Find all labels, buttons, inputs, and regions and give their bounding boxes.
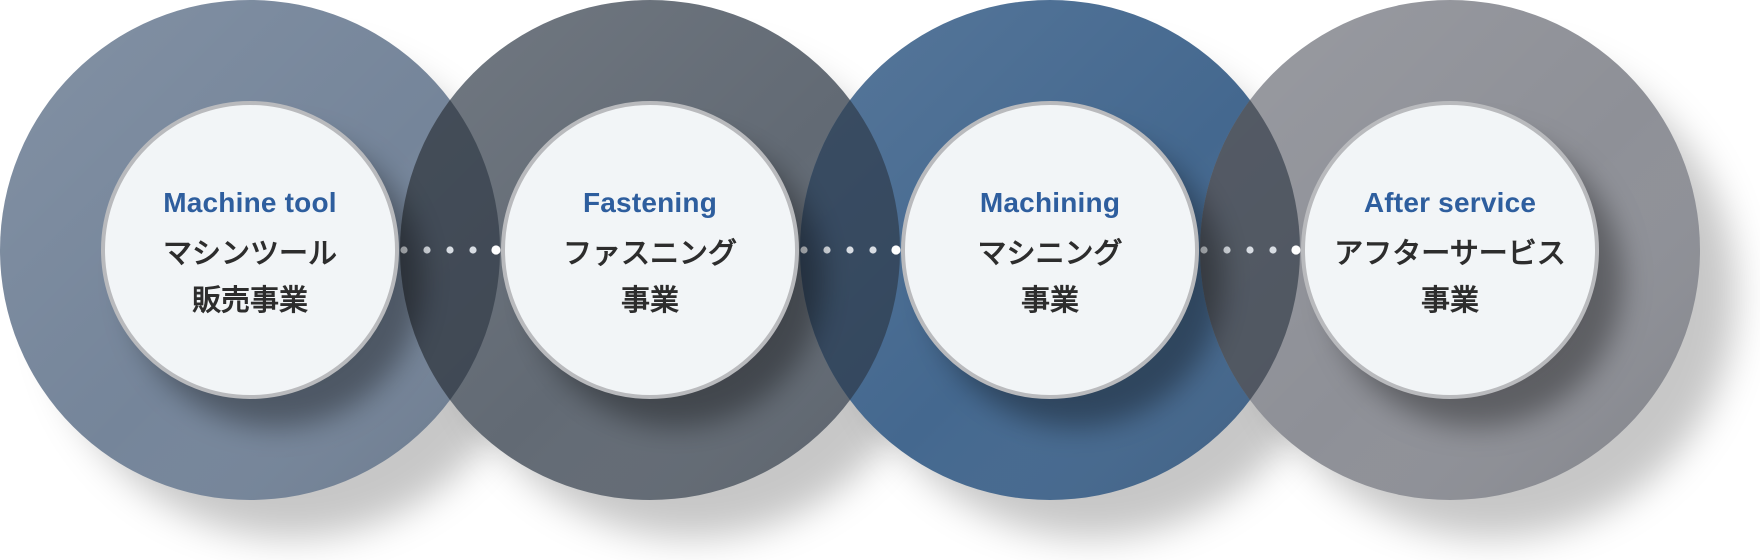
segment-title-ja: ファスニング 事業 [500, 230, 800, 324]
inner-disc-machine-tool [101, 101, 399, 399]
segment-label-machining: Machining マシニング 事業 [900, 186, 1200, 324]
inner-disc-machining [901, 101, 1199, 399]
inner-disc-fastening [501, 101, 799, 399]
segment-title-en: Machine tool [163, 187, 337, 218]
connector-dot [446, 246, 454, 254]
segment-title-ja-line: マシンツール [162, 236, 337, 270]
connector-dot [1291, 245, 1301, 255]
segment-title-en: After service [1363, 187, 1537, 218]
segment-title-en: Fastening [582, 187, 718, 218]
segment-label-machine-tool: Machine tool マシンツール 販売事業 [100, 186, 400, 324]
segment-title-ja: マシンツール 販売事業 [100, 230, 400, 324]
segment-title-ja-line: 販売事業 [191, 283, 308, 317]
inner-discs [101, 101, 1623, 427]
inner-disc-after-service [1301, 101, 1599, 399]
segment-title-en: Machining [979, 187, 1121, 218]
segment-title-ja: マシニング 事業 [900, 230, 1200, 324]
connector-dot [1246, 246, 1254, 254]
connector-dot [823, 246, 831, 254]
connector-dot [891, 245, 901, 255]
connector-dot [423, 246, 431, 254]
segment-title-ja-line: 事業 [1020, 283, 1079, 317]
segment-title-ja: アフターサービス 事業 [1300, 230, 1600, 324]
segment-title-ja-line: 事業 [620, 283, 679, 317]
connector-dot [1269, 246, 1277, 254]
segment-title-ja-line: マシニング [977, 236, 1123, 270]
segment-title-ja-line: アフターサービス [1334, 236, 1566, 270]
connector-dot [491, 245, 501, 255]
segment-title-ja-line: ファスニング [562, 236, 737, 270]
connector-dot [846, 246, 854, 254]
connector-dot [1223, 246, 1231, 254]
connector-dot [469, 246, 477, 254]
segment-label-after-service: After service アフターサービス 事業 [1300, 186, 1600, 324]
segment-label-fastening: Fastening ファスニング 事業 [500, 186, 800, 324]
segment-title-ja-line: 事業 [1420, 283, 1479, 317]
connector-dot [869, 246, 877, 254]
